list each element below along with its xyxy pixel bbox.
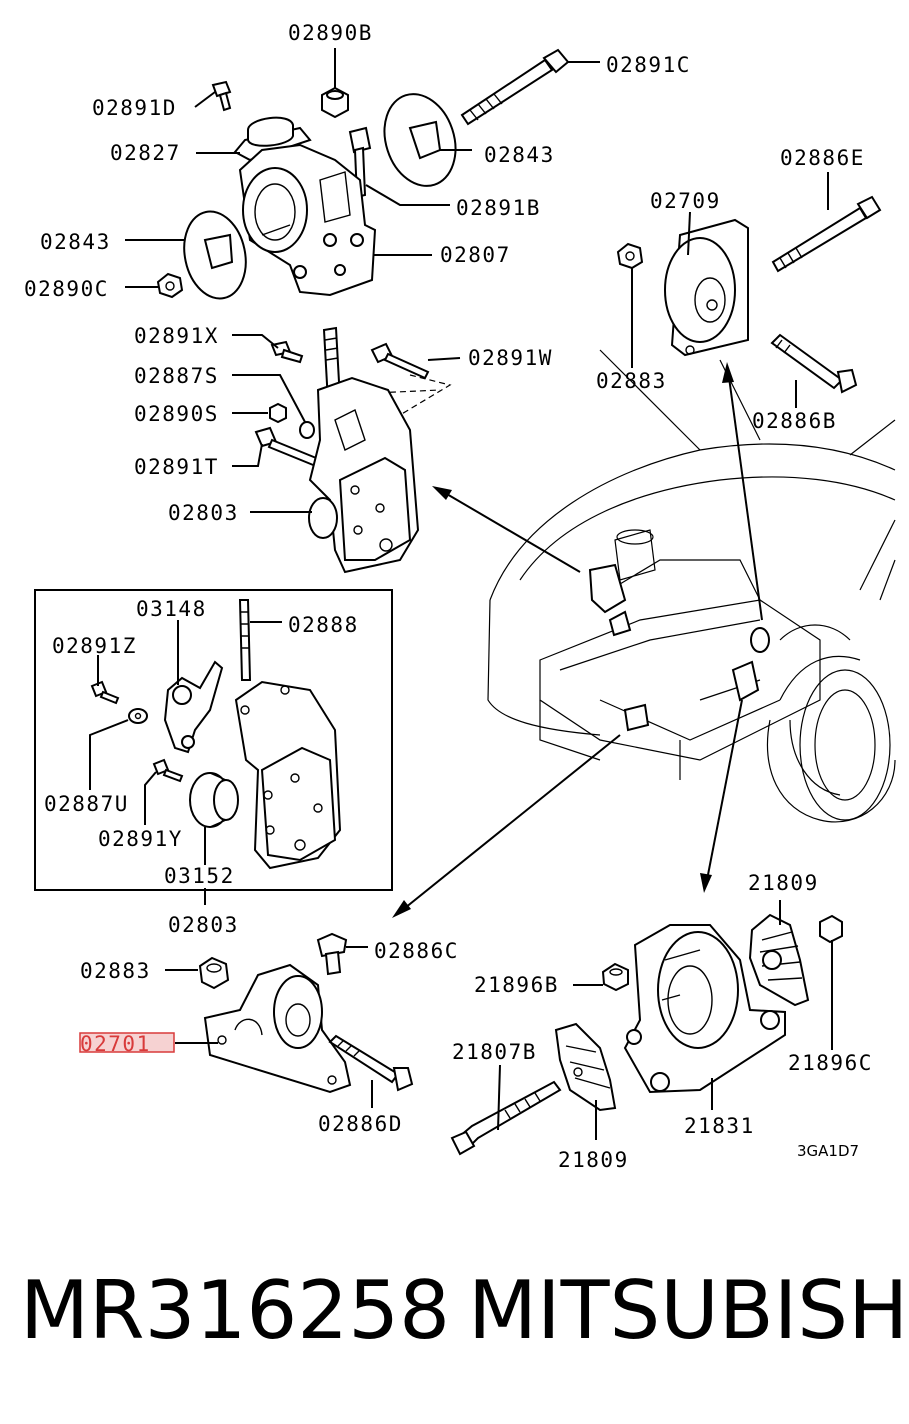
lower-left-parts bbox=[198, 932, 414, 1094]
label-02843-right: 02843 bbox=[484, 143, 555, 167]
bolt-02891y-icon bbox=[152, 758, 184, 783]
cover-21809-bottom-icon bbox=[554, 1022, 617, 1112]
top-mount-parts bbox=[156, 48, 570, 300]
bolt-02891z-icon bbox=[90, 680, 120, 705]
label-02887s: 02887S bbox=[134, 364, 219, 388]
leader-lines bbox=[89, 48, 833, 1140]
nut-02883-icon bbox=[616, 242, 644, 270]
bracket-03148-icon bbox=[163, 660, 224, 754]
lower-right-parts bbox=[450, 913, 843, 1156]
bolt-02886c-icon bbox=[316, 932, 348, 976]
inset-box bbox=[34, 589, 393, 891]
label-02891y: 02891Y bbox=[98, 827, 183, 851]
label-02883-right: 02883 bbox=[596, 369, 667, 393]
label-03148: 03148 bbox=[136, 597, 207, 621]
bolt-02891w-icon bbox=[370, 342, 430, 380]
car-outline bbox=[487, 349, 896, 823]
label-02886e: 02886E bbox=[780, 146, 865, 170]
washer-02887u-icon bbox=[128, 708, 148, 724]
bolt-02886e-icon bbox=[771, 195, 882, 273]
highlight-02701-box bbox=[79, 1032, 175, 1053]
label-21809-top: 21809 bbox=[748, 871, 819, 895]
label-02891b: 02891B bbox=[456, 196, 541, 220]
label-02887u: 02887U bbox=[44, 792, 129, 816]
mount-body-02807-icon bbox=[238, 143, 377, 297]
bolt-21807b-icon bbox=[450, 1080, 562, 1156]
label-02701: 02701 bbox=[80, 1032, 151, 1056]
label-02891c: 02891C bbox=[606, 53, 691, 77]
label-02890s: 02890S bbox=[134, 402, 219, 426]
nut-21896b-icon bbox=[601, 962, 629, 992]
bracket-02803-icon bbox=[308, 376, 420, 574]
bolt-02891x-icon bbox=[270, 340, 304, 364]
bolt-02886b-icon bbox=[770, 333, 858, 394]
nut-21896c-icon bbox=[819, 914, 843, 944]
bolt-02886d-icon bbox=[328, 1034, 414, 1092]
label-02709: 02709 bbox=[650, 189, 721, 213]
label-02891z: 02891Z bbox=[52, 634, 137, 658]
plate-02843-left-icon bbox=[183, 210, 247, 300]
label-21896c: 21896C bbox=[788, 1051, 873, 1075]
label-03152: 03152 bbox=[164, 864, 235, 888]
part-number: MR316258 bbox=[20, 1264, 450, 1357]
mount-21831-icon bbox=[623, 924, 786, 1094]
brand-name: MITSUBISHI bbox=[468, 1264, 909, 1357]
nut-02890b-icon bbox=[321, 86, 349, 119]
mount-02701-icon bbox=[203, 963, 352, 1094]
label-02886d: 02886D bbox=[318, 1112, 403, 1136]
right-mount-parts bbox=[616, 195, 882, 394]
label-02890c: 02890C bbox=[24, 277, 109, 301]
part-labels: 02890B 02891C 02891D 02827 02843 02891B … bbox=[24, 21, 873, 1172]
cover-21809-top-icon bbox=[748, 913, 810, 1007]
cap-02827-icon bbox=[233, 116, 312, 162]
label-02803-bracket: 02803 bbox=[168, 501, 239, 525]
label-21807b: 21807B bbox=[452, 1040, 537, 1064]
diagram-code: 3GA1D7 bbox=[797, 1142, 859, 1160]
label-02891x: 02891X bbox=[134, 324, 219, 348]
plate-02843-right-icon bbox=[383, 93, 457, 187]
label-02803-inset: 02803 bbox=[168, 913, 239, 937]
label-21809-bottom: 21809 bbox=[558, 1148, 629, 1172]
bracket-parts bbox=[254, 326, 452, 574]
label-02891d: 02891D bbox=[92, 96, 177, 120]
label-02891t: 02891T bbox=[134, 455, 219, 479]
nut-02883-lower-icon bbox=[198, 956, 230, 990]
label-02827: 02827 bbox=[110, 141, 181, 165]
label-02891w: 02891W bbox=[468, 346, 553, 370]
nut-02890c-icon bbox=[156, 272, 184, 299]
label-21896b: 21896B bbox=[474, 973, 559, 997]
nut-02890s-icon bbox=[269, 402, 287, 424]
label-02883-lower: 02883 bbox=[80, 959, 151, 983]
label-02843-left: 02843 bbox=[40, 230, 111, 254]
label-02890b: 02890B bbox=[288, 21, 373, 45]
bracket-02803-inset-icon bbox=[234, 680, 342, 870]
label-21831: 21831 bbox=[684, 1114, 755, 1138]
bolt-02891t-icon bbox=[254, 426, 328, 471]
bushing-03152-icon bbox=[189, 772, 239, 828]
label-02886c: 02886C bbox=[374, 939, 459, 963]
stud-02891b-icon bbox=[348, 126, 372, 199]
footer: MR316258 MITSUBISHI bbox=[20, 1264, 909, 1357]
mount-02709-icon bbox=[664, 218, 749, 357]
label-02807: 02807 bbox=[440, 243, 511, 267]
label-02886b: 02886B bbox=[752, 409, 837, 433]
washer-02887s-icon bbox=[299, 421, 315, 439]
label-02888: 02888 bbox=[288, 613, 359, 637]
pointer-arrows bbox=[392, 362, 763, 918]
stud-02888-icon bbox=[238, 599, 252, 681]
bolt-02891d-icon bbox=[211, 80, 232, 112]
bolt-02891c-icon bbox=[460, 48, 570, 126]
